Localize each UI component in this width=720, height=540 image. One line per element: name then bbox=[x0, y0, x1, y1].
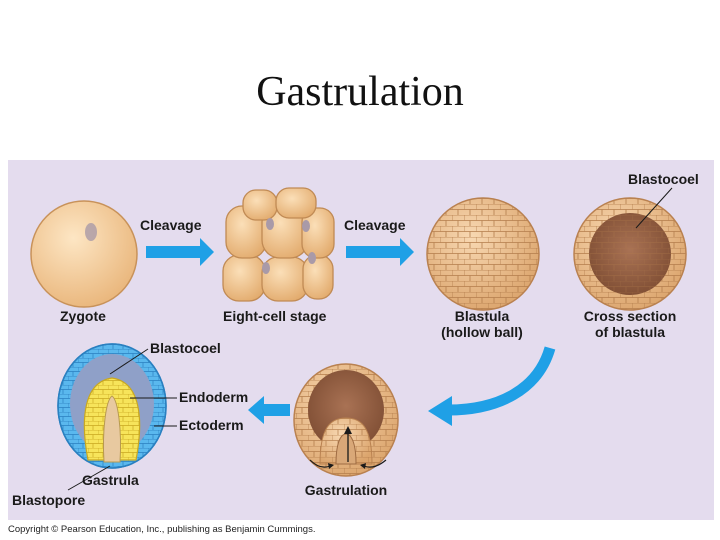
blastula-label: Blastula bbox=[455, 308, 510, 324]
cross-section-sub-label: of blastula bbox=[595, 324, 665, 340]
cross-section-label: Cross section bbox=[584, 308, 677, 324]
eight-cell-label: Eight-cell stage bbox=[223, 308, 327, 324]
zygote-label: Zygote bbox=[60, 308, 106, 324]
cleavage-label-2: Cleavage bbox=[344, 217, 406, 233]
gastrulation-embryo-illustration bbox=[293, 363, 399, 477]
blastocoel-label-top: Blastocoel bbox=[628, 171, 699, 187]
blastocoel-pointer-gastrula bbox=[109, 348, 149, 375]
blastula-illustration bbox=[426, 197, 540, 311]
gastrulation-label: Gastrulation bbox=[305, 482, 387, 498]
zygote-illustration bbox=[30, 200, 138, 308]
blastocoel-label-gastrula: Blastocoel bbox=[150, 340, 221, 356]
left-arrow bbox=[248, 396, 290, 424]
copyright-notice: Copyright © Pearson Education, Inc., pub… bbox=[8, 524, 316, 535]
cleavage-arrow-2 bbox=[346, 238, 414, 266]
cleavage-label-1: Cleavage bbox=[140, 217, 202, 233]
diagram-panel: Cleavage Cleavage Blastocoel Zygote Eigh… bbox=[8, 160, 714, 520]
slide-title: Gastrulation bbox=[256, 69, 464, 115]
gastrula-label: Gastrula bbox=[82, 472, 139, 488]
blastopore-label: Blastopore bbox=[12, 492, 85, 508]
endoderm-label: Endoderm bbox=[179, 389, 248, 405]
blastocoel-pointer-top bbox=[635, 187, 673, 229]
blastula-cross-section-illustration bbox=[573, 197, 687, 311]
curved-arrow-head bbox=[428, 396, 452, 426]
blastula-sub-label: (hollow ball) bbox=[441, 324, 523, 340]
cleavage-arrow-1 bbox=[146, 238, 214, 266]
ectoderm-label: Ectoderm bbox=[179, 417, 244, 433]
eight-cell-illustration bbox=[222, 187, 335, 302]
gastrulation-diagram: Cleavage Cleavage Blastocoel Zygote Eigh… bbox=[12, 171, 699, 508]
curved-arrow bbox=[447, 346, 556, 416]
gastrula-illustration bbox=[57, 343, 167, 469]
blastopore-pointer bbox=[67, 465, 111, 491]
